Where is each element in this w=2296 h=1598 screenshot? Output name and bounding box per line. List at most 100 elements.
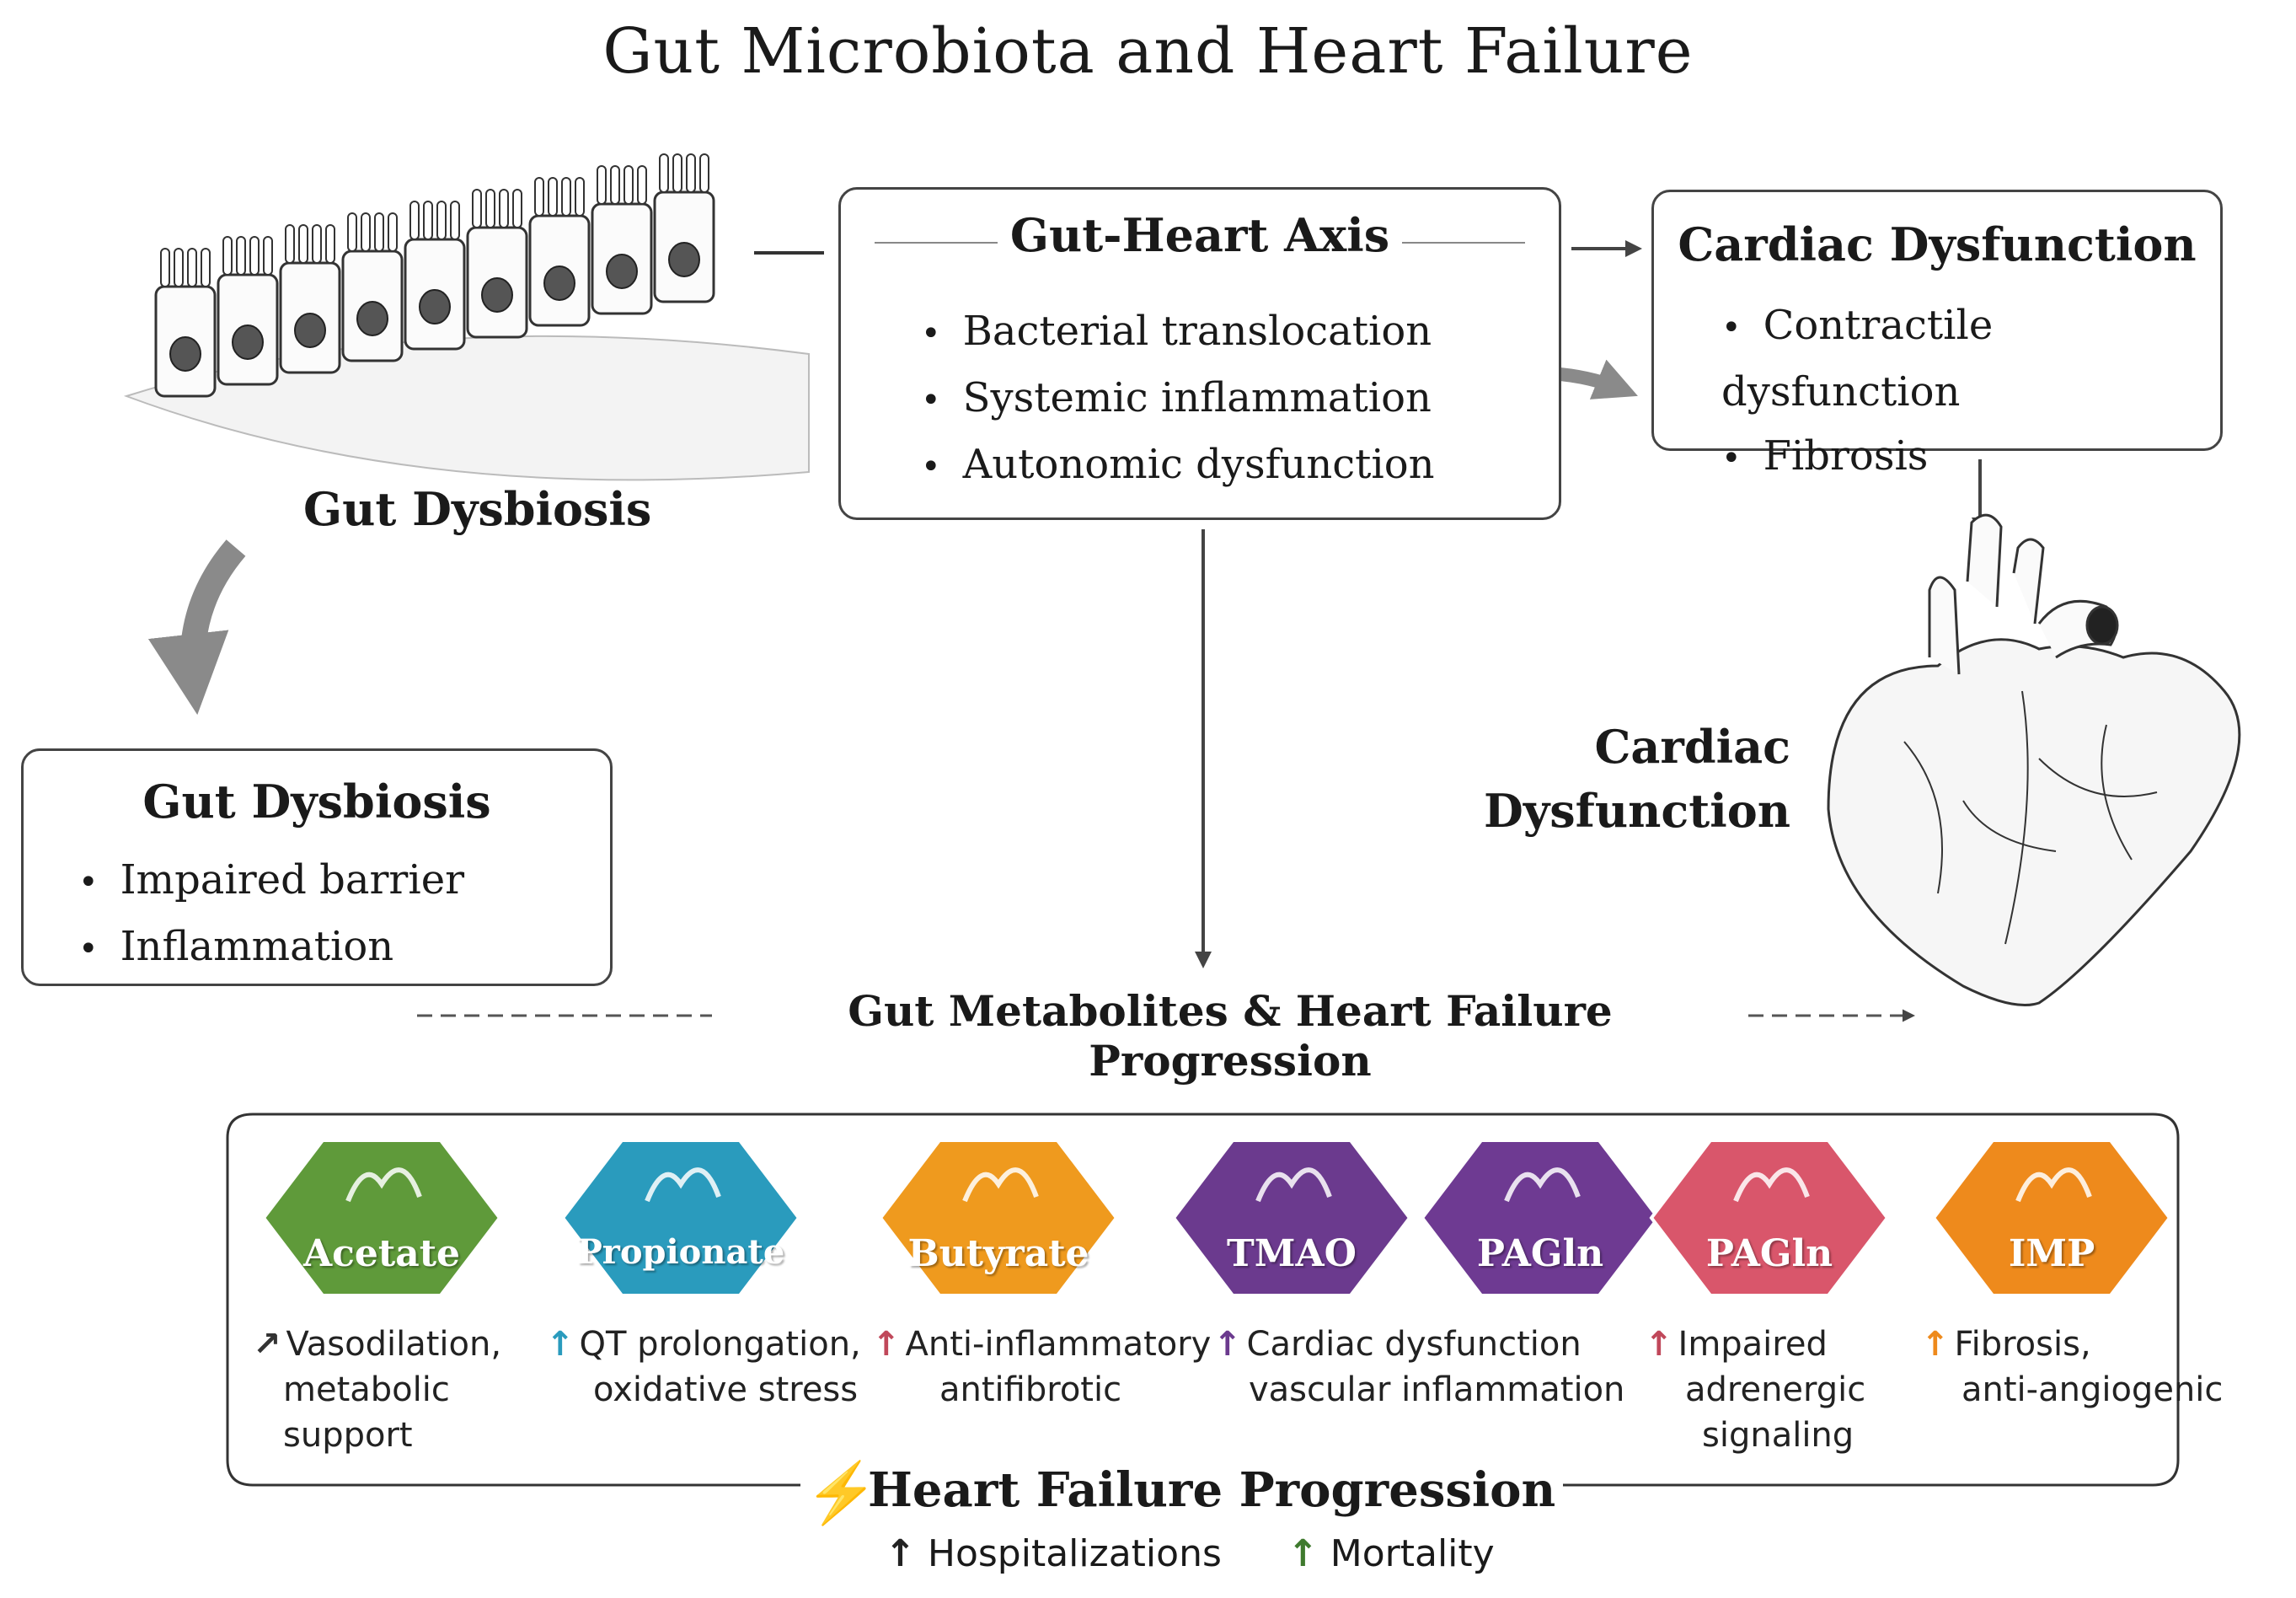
microvillus [236,236,246,276]
microvillus [686,153,696,193]
effect-tmao: ↑Cardiac dysfunction vascular inflammati… [1213,1325,1625,1409]
microvillus [436,201,447,240]
up-arrow-icon: ↑ [885,1532,916,1575]
microvillus [374,212,384,252]
microvillus [534,177,544,217]
cardiac-box-title: Cardiac Dysfunction [1678,217,2197,271]
effect-imp: ↑Fibrosis, anti-angiogenic [1921,1325,2224,1409]
microvillus [201,248,211,287]
hospitalizations-label: Hospitalizations [927,1532,1222,1575]
lightning-icon: ⚡ [805,1458,879,1527]
effect-butyrate: ↑Anti-inflammatory antifibrotic [872,1325,1212,1409]
microvillus [610,165,620,205]
metabolite-motif-icon [962,1167,1039,1203]
microvillus [672,153,682,193]
metabolite-label-pagln-2: PAGln [1705,1232,1833,1275]
up-arrow-icon: ↑ [1645,1325,1673,1364]
trend-icon: ↗ [253,1325,281,1364]
metabolite-hexagon [560,1139,801,1297]
cell-nucleus [169,336,201,372]
gut-epithelium-illustration [123,153,810,481]
metabolite-hexagon [261,1139,502,1297]
microvillus [561,177,571,217]
dysbiosis-item: Impaired barrier [78,848,464,914]
microvillus [222,236,233,276]
microvillus [249,236,260,276]
heart-label: Cardiac Dysfunction [1479,715,1790,843]
microvillus [450,201,460,240]
gut-dysbiosis-box: Gut Dysbiosis Impaired barrier Inflammat… [21,748,613,986]
metabolite-label-propionate: Propionate [576,1232,785,1272]
cardiac-item: Fibrosis [1721,424,2220,491]
microvillus [512,189,522,228]
microvillus [298,224,308,264]
microvillus [263,236,273,276]
metabolites-heading: Gut Metabolites & Heart Failure Progress… [848,986,1613,1086]
metabolite-label-tmao: TMAO [1227,1232,1357,1275]
metabolite-motif-icon [1255,1167,1332,1203]
cell-nucleus [481,277,513,313]
axis-item: Autonomic dysfunction [921,432,1435,499]
dysbiosis-box-title: Gut Dysbiosis [142,775,491,828]
effect-propionate: ↑QT prolongation, oxidative stress [546,1325,861,1409]
microvillus [575,177,585,217]
axis-box-title: Gut-Heart Axis [998,208,1402,262]
cell-nucleus [543,265,575,301]
dysbiosis-item: Inflammation [78,914,464,981]
microvillus [548,177,558,217]
microvillus [485,189,495,228]
metabolite-hexagon [1649,1139,1890,1297]
metabolite-motif-icon [1733,1167,1810,1203]
microvillus [499,189,509,228]
microvillus [325,224,335,264]
cardiac-item: Contractile dysfunction [1721,293,2220,424]
progression-title: Heart Failure Progression [868,1462,1556,1518]
heart-label-line2: Dysfunction [1484,784,1790,838]
microvillus [347,212,357,252]
cell-nucleus [294,313,326,348]
microvillus [409,201,420,240]
microvillus [285,224,295,264]
axis-item: Systemic inflammation [921,366,1435,432]
metabolite-motif-icon [645,1167,721,1203]
metabolite-label-pagln: PAGln [1476,1232,1604,1275]
mortality-label: Mortality [1330,1532,1495,1575]
microvillus [312,224,322,264]
microvillus [160,248,170,287]
effect-pagln: ↑Impaired adrenergic signaling [1645,1325,1866,1455]
metabolite-motif-icon [1504,1167,1581,1203]
page-title: Gut Microbiota and Heart Failure [602,15,1694,88]
outcomes: ↑ Hospitalizations ↑ Mortality [885,1532,1495,1575]
microvillus [597,165,607,205]
heart-illustration [1827,513,2241,1006]
axis-item: Bacterial translocation [921,299,1435,366]
microvillus [659,153,669,193]
gut-illustration-label: Gut Dysbiosis [303,482,652,536]
metabolite-hexagon [1171,1139,1412,1297]
cell-nucleus [419,289,451,324]
microvillus [187,248,197,287]
effect-acetate: ↗Vasodilation, metabolic support [253,1325,502,1455]
gut-heart-axis-box: Gut-Heart Axis Bacterial translocation S… [838,187,1561,520]
metabolites-panel-frame [226,1113,2180,1487]
up-arrow-icon: ↑ [1921,1325,1950,1364]
metabolite-label-imp: IMP [2008,1232,2095,1275]
microvillus [174,248,184,287]
cell-nucleus [668,242,700,277]
microvillus [637,165,647,205]
microvillus [388,212,398,252]
metabolite-label-butyrate: Butyrate [907,1232,1089,1275]
microvillus [361,212,371,252]
cell-nucleus [356,301,388,336]
microvillus [699,153,709,193]
metabolite-hexagon [1931,1139,2172,1297]
metabolite-label-acetate: Acetate [302,1232,461,1275]
up-arrow-icon: ↑ [1213,1325,1242,1364]
up-arrow-icon: ↑ [546,1325,575,1364]
gut-to-dysbiosis-arrow [147,539,246,716]
microvillus [472,189,482,228]
metabolite-motif-icon [2015,1167,2092,1203]
up-arrow-icon: ↑ [1287,1532,1319,1575]
cell-nucleus [606,254,638,289]
